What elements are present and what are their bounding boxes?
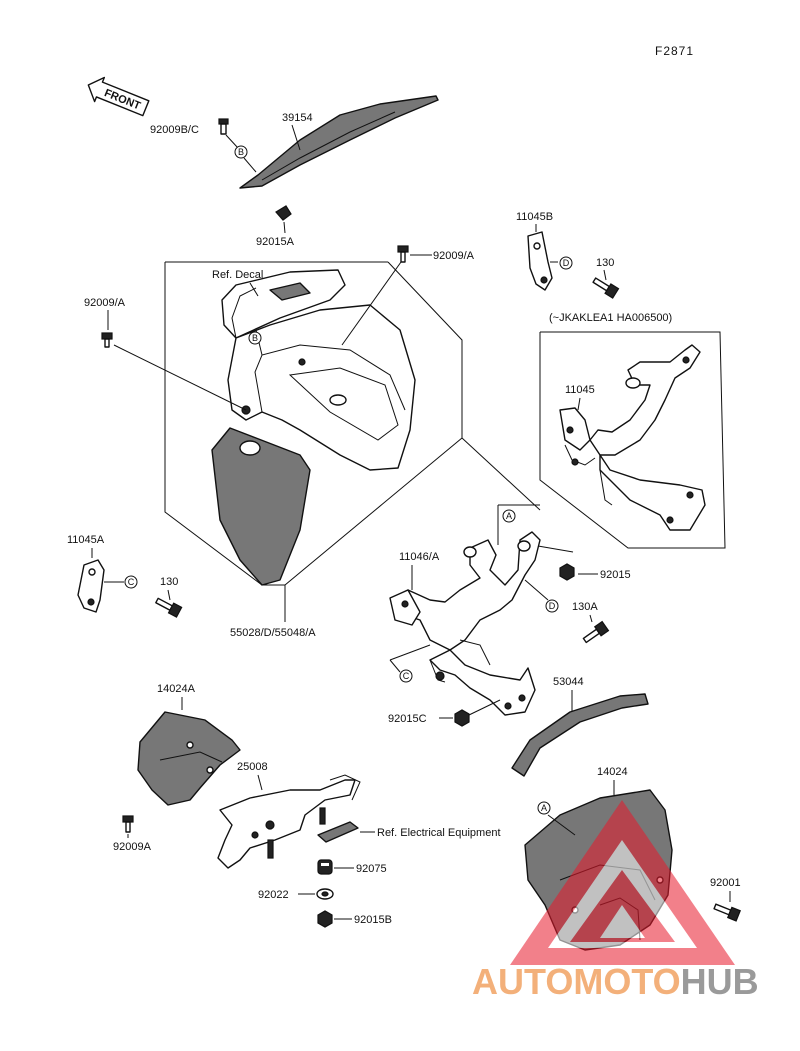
figure-code: F2871 <box>655 44 694 58</box>
label-92015b: 92015B <box>354 914 392 926</box>
watermark-part1: AUTOMOTO <box>472 961 681 1002</box>
label-25008: 25008 <box>237 761 268 773</box>
svg-text:D: D <box>549 601 556 611</box>
watermark-part2: HUB <box>681 961 759 1002</box>
svg-text:D: D <box>563 258 570 268</box>
washer-92022 <box>316 888 334 900</box>
bracket-11046a <box>389 531 541 716</box>
electrical-tab-part <box>317 821 359 843</box>
screw-92009a-top <box>397 245 409 263</box>
svg-text:C: C <box>128 577 135 587</box>
screw-92009bc <box>218 118 229 135</box>
nut-92015c <box>454 709 470 727</box>
seal-strip-53044 <box>511 693 649 777</box>
callout-a-bottom <box>537 801 551 815</box>
label-14024: 14024 <box>597 766 628 778</box>
bolt-130a <box>582 620 610 644</box>
label-11045: 11045 <box>565 384 595 396</box>
bracket-11045-inset <box>559 344 706 531</box>
callout-d-mid <box>545 599 559 613</box>
bracket-11045a <box>77 559 105 613</box>
svg-text:A: A <box>541 803 547 813</box>
windshield-part <box>239 95 439 189</box>
callout-c-mid <box>399 669 413 683</box>
label-92009a-left: 92009/A <box>84 297 126 309</box>
range-note: (~JKAKLEA1 HA006500) <box>549 312 672 324</box>
upper-cowl-part <box>211 269 416 586</box>
label-130-top: 130 <box>596 257 614 269</box>
label-11045a: 11045A <box>67 534 105 546</box>
watermark-logo <box>510 800 735 965</box>
inset-frame <box>539 331 726 549</box>
label-53044: 53044 <box>553 676 584 688</box>
svg-text:B: B <box>238 147 244 157</box>
callout-b-top <box>234 145 248 159</box>
label-92075: 92075 <box>356 863 387 875</box>
nut-92015 <box>559 563 575 581</box>
label-92009a-top: 92009/A <box>433 250 475 262</box>
label-55028: 55028/D/55048/A <box>230 627 316 639</box>
label-ref-electrical: Ref. Electrical Equipment <box>377 827 501 839</box>
bolt-92001 <box>713 903 741 922</box>
label-39154: 39154 <box>282 112 313 124</box>
label-92022: 92022 <box>258 889 289 901</box>
bracket-11045b <box>527 231 553 291</box>
label-ref-decal: Ref. Decal <box>212 269 263 281</box>
grommet-92075 <box>317 859 333 875</box>
callout-b-cowl <box>248 331 262 345</box>
svg-text:C: C <box>403 671 410 681</box>
bolt-130-left <box>155 597 183 618</box>
front-arrow-icon: FRONT <box>87 76 150 117</box>
nut-92015b <box>317 910 333 928</box>
callout-a-mid <box>502 509 516 523</box>
callout-c-left <box>124 575 138 589</box>
callout-d-top <box>559 256 573 270</box>
cover-14024a <box>137 711 241 806</box>
label-11046a: 11046/A <box>399 551 440 563</box>
label-92015c: 92015C <box>388 713 427 725</box>
label-92009bc: 92009B/C <box>150 124 199 136</box>
svg-text:B: B <box>252 333 258 343</box>
label-130-left: 130 <box>160 576 178 588</box>
screw-92009a-left <box>101 332 113 348</box>
label-11045b: 11045B <box>516 211 553 223</box>
bracket-25008 <box>217 774 361 869</box>
bolt-130-top <box>592 277 620 299</box>
screw-92009a-bottom <box>122 815 134 833</box>
svg-text:A: A <box>506 511 512 521</box>
label-92009a-bottom: 92009A <box>113 841 152 853</box>
label-130a: 130A <box>572 601 598 613</box>
watermark-text: AUTOMOTOHUB <box>472 961 759 1002</box>
label-92015a: 92015A <box>256 236 295 248</box>
label-14024a: 14024A <box>157 683 196 695</box>
grommet-92015a <box>275 205 292 221</box>
label-92015: 92015 <box>600 569 631 581</box>
label-92001: 92001 <box>710 877 741 889</box>
